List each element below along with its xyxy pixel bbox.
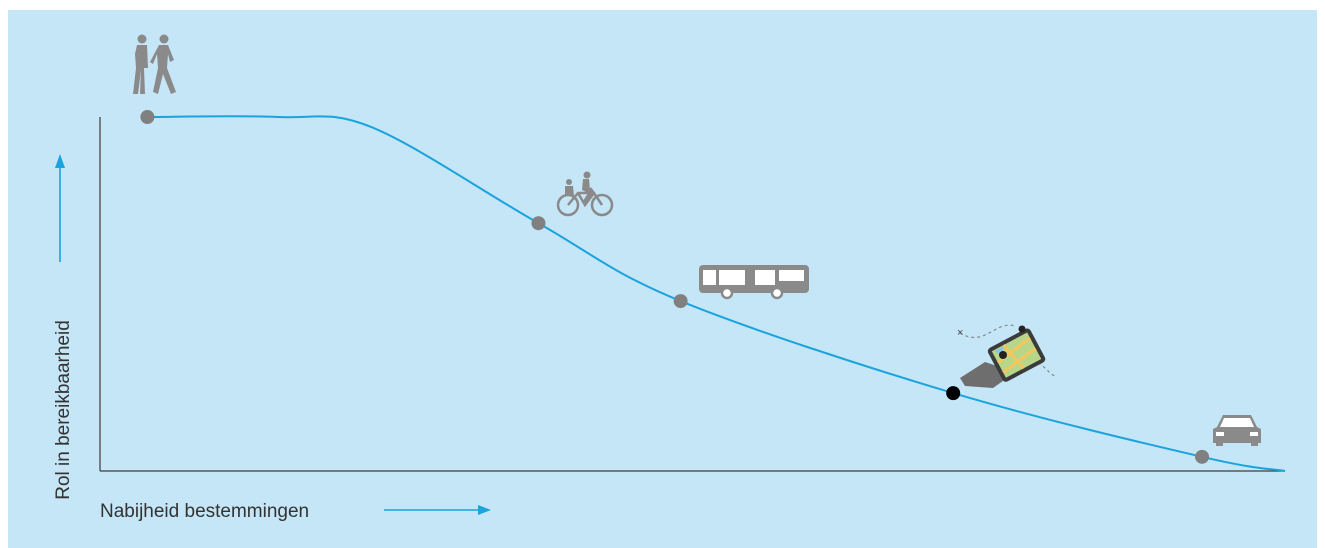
x-axis-arrow [384, 505, 491, 515]
bus-icon [699, 265, 809, 300]
data-point-bicycle [531, 216, 546, 231]
car-icon [1213, 415, 1261, 446]
chart-background [8, 10, 1317, 548]
svg-text:×: × [957, 327, 963, 339]
data-points [140, 110, 1210, 464]
x-axis-label: Nabijheid bestemmingen [100, 501, 309, 522]
data-point-pedestrians [140, 110, 155, 124]
data-point-smartphone-map [946, 386, 961, 401]
series-line [147, 115, 1286, 472]
data-point-car [1195, 449, 1210, 464]
pedestrians-icon [133, 34, 176, 94]
bicycle-icon [556, 171, 614, 217]
y-axis-arrow [55, 154, 65, 262]
smartphone-map-icon: × [957, 324, 1056, 388]
data-point-bus [673, 294, 688, 309]
y-axis-label: Rol in bereikbaarheid [53, 320, 74, 500]
